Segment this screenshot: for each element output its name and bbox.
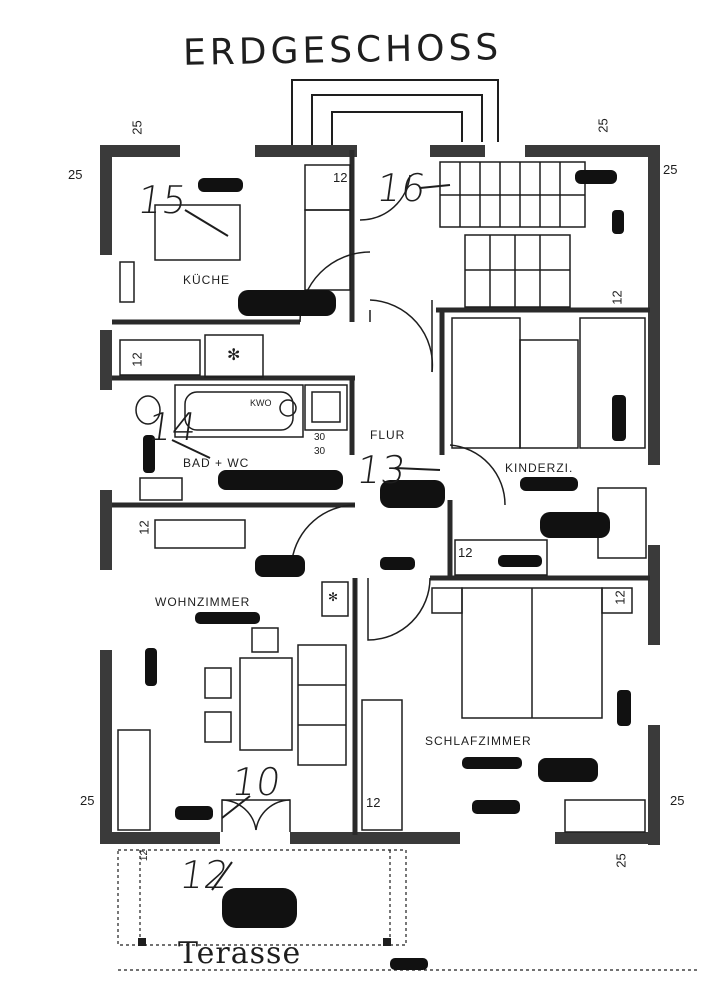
kitchen-furniture (119, 164, 351, 378)
redaction-marks (143, 170, 631, 970)
entrance-porch (291, 79, 499, 148)
dimension-top-right: 25 (595, 118, 611, 133)
dimension-bath-fraction-bottom: 30 (314, 446, 326, 457)
terrace-posts (138, 938, 391, 946)
room-label-kitchen: KÜCHE (183, 273, 231, 287)
kids-room-furniture (451, 317, 647, 576)
dimension-kitchen-wall: 12 (333, 170, 348, 185)
living-room-furniture (117, 519, 349, 831)
exterior-walls (100, 145, 660, 845)
dimension-bottom-left: 25 (80, 793, 95, 808)
dimension-bath-wall: 12 (129, 352, 145, 367)
room-label-living-room: WOHNZIMMER (155, 595, 251, 609)
dimension-top-left: 25 (129, 120, 145, 135)
bedroom-furniture (361, 587, 646, 833)
dimension-bedroom-wall: 12 (612, 590, 628, 605)
dimension-stair-wall: 12 (609, 290, 625, 305)
room-number-hall: 13 (353, 448, 409, 492)
number-arrows (171, 184, 451, 891)
hall-switch-icon: ✻ (328, 590, 339, 604)
dimension-right-top: 25 (663, 162, 678, 177)
hob-icon: ✻ (227, 347, 241, 364)
room-number-living: 10 (228, 760, 284, 804)
room-number-entrance: 16 (373, 166, 429, 210)
bath-fixtures (135, 384, 348, 501)
dimension-mid-bottom: 12 (366, 795, 381, 810)
room-label-terrace: Terasse (178, 936, 302, 971)
staircase (439, 161, 586, 308)
dimension-left-top: 25 (68, 167, 83, 182)
interior-walls (112, 150, 650, 835)
room-number-terrace: 12 (176, 853, 232, 897)
room-label-kids-room: KINDERZI. (505, 461, 574, 475)
room-label-bedroom: SCHLAFZIMMER (425, 734, 532, 748)
dimension-right-bottom: 25 (613, 853, 629, 868)
dimension-living-wall: 12 (136, 520, 152, 535)
room-number-kitchen: 15 (134, 178, 190, 222)
door-swings (221, 174, 506, 832)
bathtub-marking: KWO (250, 398, 272, 408)
dimension-bath-fraction-top: 30 (314, 432, 326, 443)
room-label-bath: BAD + WC (183, 456, 250, 470)
dimension-terrace-wall: 12 (139, 849, 151, 862)
plan-title: ERDGESCHOSS (182, 27, 503, 74)
dimension-bottom-right: 25 (670, 793, 685, 808)
dimension-kids-wall: 12 (458, 545, 473, 560)
room-label-hall: FLUR (370, 428, 406, 442)
room-number-bath: 14 (144, 405, 200, 449)
